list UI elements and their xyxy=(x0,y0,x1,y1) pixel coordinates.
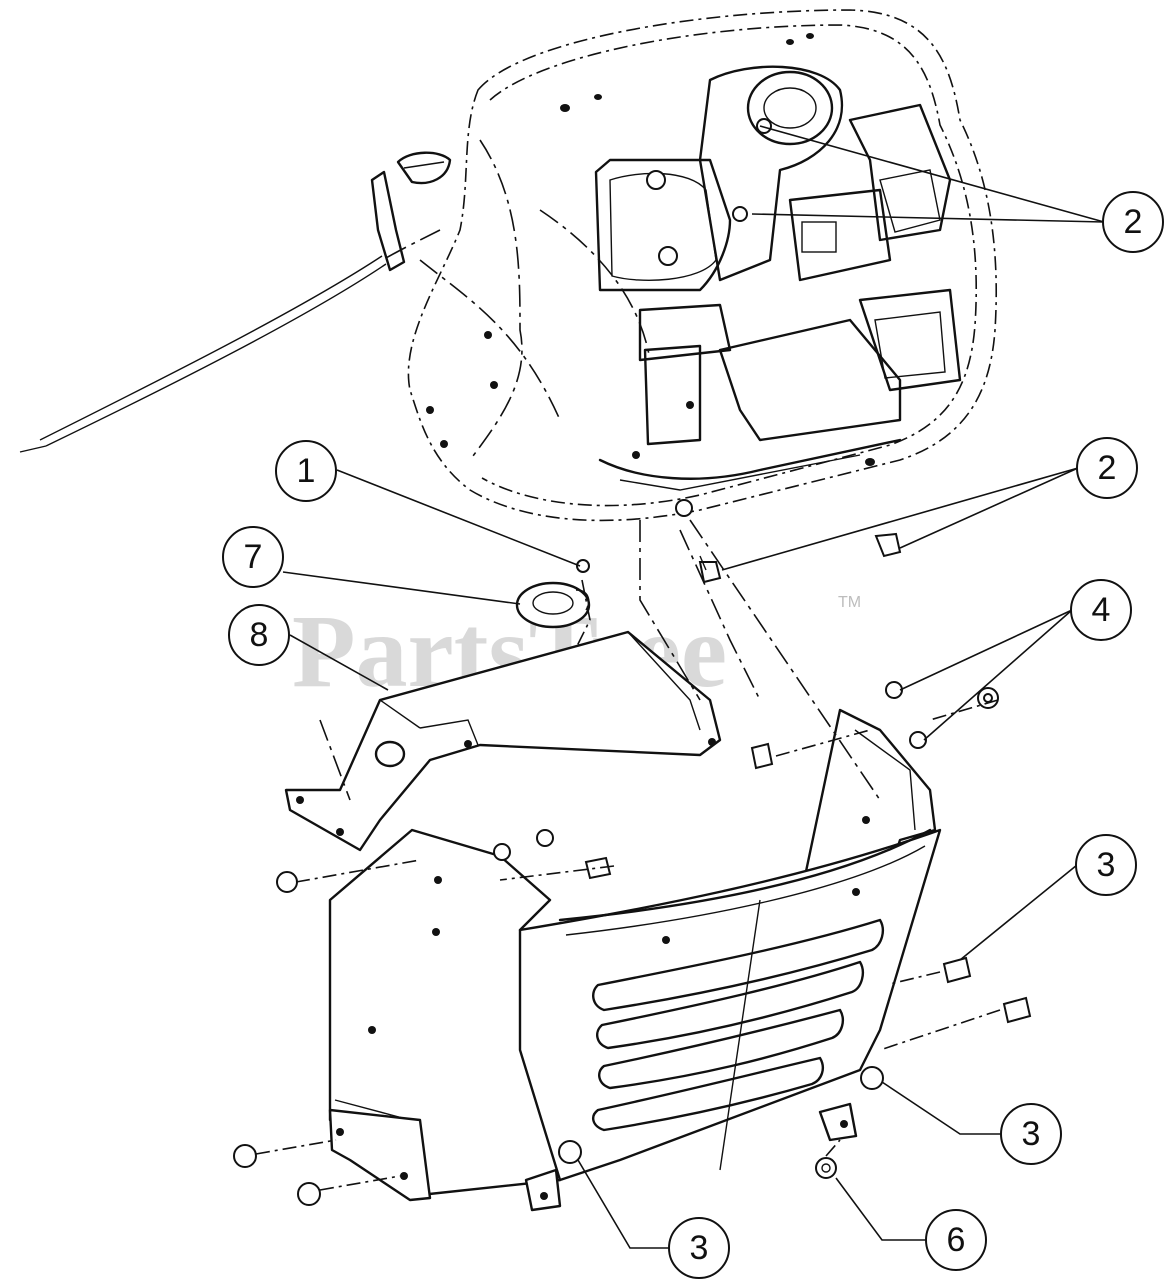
callout-7: 7 xyxy=(222,526,284,588)
callout-3-lower-right: 3 xyxy=(1000,1103,1062,1165)
callout-2-lower-label: 2 xyxy=(1098,449,1117,487)
mounting-bracket xyxy=(284,630,722,852)
hardware xyxy=(233,519,1032,1206)
callout-4-label: 4 xyxy=(1092,591,1111,629)
leader-lines xyxy=(282,125,1105,1249)
choke-cable-assembly xyxy=(19,151,452,453)
callout-3-bottom-label: 3 xyxy=(690,1229,709,1267)
callout-3-bottom: 3 xyxy=(668,1217,730,1279)
callout-2-upper: 2 xyxy=(1102,191,1164,253)
callout-3-lower-right-label: 3 xyxy=(1022,1115,1041,1153)
loose-fasteners xyxy=(576,532,902,584)
dash-panel xyxy=(328,708,942,1212)
callout-3-right-label: 3 xyxy=(1097,846,1116,884)
callout-7-label: 7 xyxy=(244,538,263,576)
callout-8: 8 xyxy=(228,604,290,666)
callout-6-label: 6 xyxy=(947,1221,966,1259)
callout-1-label: 1 xyxy=(297,452,316,490)
callout-4: 4 xyxy=(1070,579,1132,641)
callout-1: 1 xyxy=(275,440,337,502)
callout-2-upper-label: 2 xyxy=(1124,203,1143,241)
callout-8-label: 8 xyxy=(250,616,269,654)
watermark-trademark: TM xyxy=(838,594,861,611)
callout-2-lower: 2 xyxy=(1076,437,1138,499)
callout-3-right: 3 xyxy=(1075,834,1137,896)
dash-housing xyxy=(407,9,997,522)
callout-6: 6 xyxy=(925,1209,987,1271)
